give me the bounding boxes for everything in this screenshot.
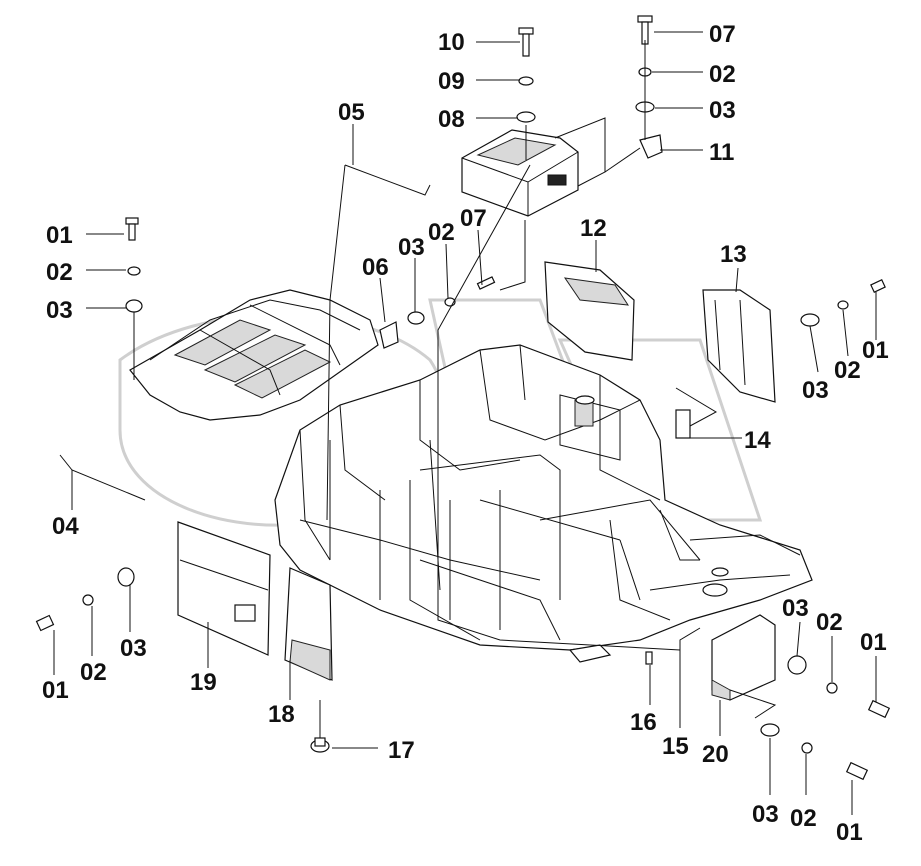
callout-01-left: 01 bbox=[46, 222, 73, 249]
callout-03-lower-right: 03 bbox=[782, 595, 809, 622]
callout-03-right: 03 bbox=[802, 377, 829, 404]
callout-15: 15 bbox=[662, 733, 689, 760]
callout-08: 08 bbox=[438, 106, 465, 133]
side-cover-12 bbox=[544, 261, 635, 361]
callout-01-lower-right: 01 bbox=[860, 629, 887, 656]
callout-12: 12 bbox=[580, 215, 607, 242]
callout-18: 18 bbox=[268, 701, 295, 728]
callout-02-bottom: 02 bbox=[790, 805, 817, 832]
callout-labels: 10 09 08 07 02 03 11 05 01 02 03 06 03 0… bbox=[42, 21, 889, 846]
callout-03-mid: 03 bbox=[398, 234, 425, 261]
callout-03-lower-left: 03 bbox=[120, 635, 147, 662]
callout-06: 06 bbox=[362, 254, 389, 281]
callout-17: 17 bbox=[388, 737, 415, 764]
callout-16: 16 bbox=[630, 709, 657, 736]
callout-02-lower-left: 02 bbox=[80, 659, 107, 686]
callout-02-mid: 02 bbox=[428, 219, 455, 246]
leader-lines bbox=[53, 31, 877, 815]
callout-07-top: 07 bbox=[709, 21, 736, 48]
callout-02-lower-right: 02 bbox=[816, 609, 843, 636]
side-door-18 bbox=[284, 567, 333, 681]
rear-cover-20 bbox=[711, 614, 776, 701]
side-cover-13 bbox=[702, 289, 776, 403]
callout-01-bottom: 01 bbox=[836, 819, 863, 846]
callout-03-top: 03 bbox=[709, 97, 736, 124]
callout-14: 14 bbox=[744, 427, 771, 454]
callout-10: 10 bbox=[438, 29, 465, 56]
upper-frame bbox=[274, 344, 813, 663]
callout-13: 13 bbox=[720, 241, 747, 268]
callout-05: 05 bbox=[338, 99, 365, 126]
callout-19: 19 bbox=[190, 669, 217, 696]
callout-04: 04 bbox=[52, 513, 79, 540]
side-door-19 bbox=[177, 521, 271, 656]
storage-box bbox=[461, 129, 579, 217]
callout-03-bottom: 03 bbox=[752, 801, 779, 828]
callout-02-top: 02 bbox=[709, 61, 736, 88]
callout-02-right: 02 bbox=[834, 357, 861, 384]
callout-09: 09 bbox=[438, 68, 465, 95]
callout-01-right: 01 bbox=[862, 337, 889, 364]
callout-01-lower-left: 01 bbox=[42, 677, 69, 704]
callout-07-mid: 07 bbox=[460, 205, 487, 232]
callout-20: 20 bbox=[702, 741, 729, 768]
engine-hood bbox=[129, 289, 379, 421]
fasteners bbox=[35, 15, 891, 781]
callout-03-left: 03 bbox=[46, 297, 73, 324]
callout-02-left: 02 bbox=[46, 259, 73, 286]
callout-11: 11 bbox=[709, 139, 734, 166]
